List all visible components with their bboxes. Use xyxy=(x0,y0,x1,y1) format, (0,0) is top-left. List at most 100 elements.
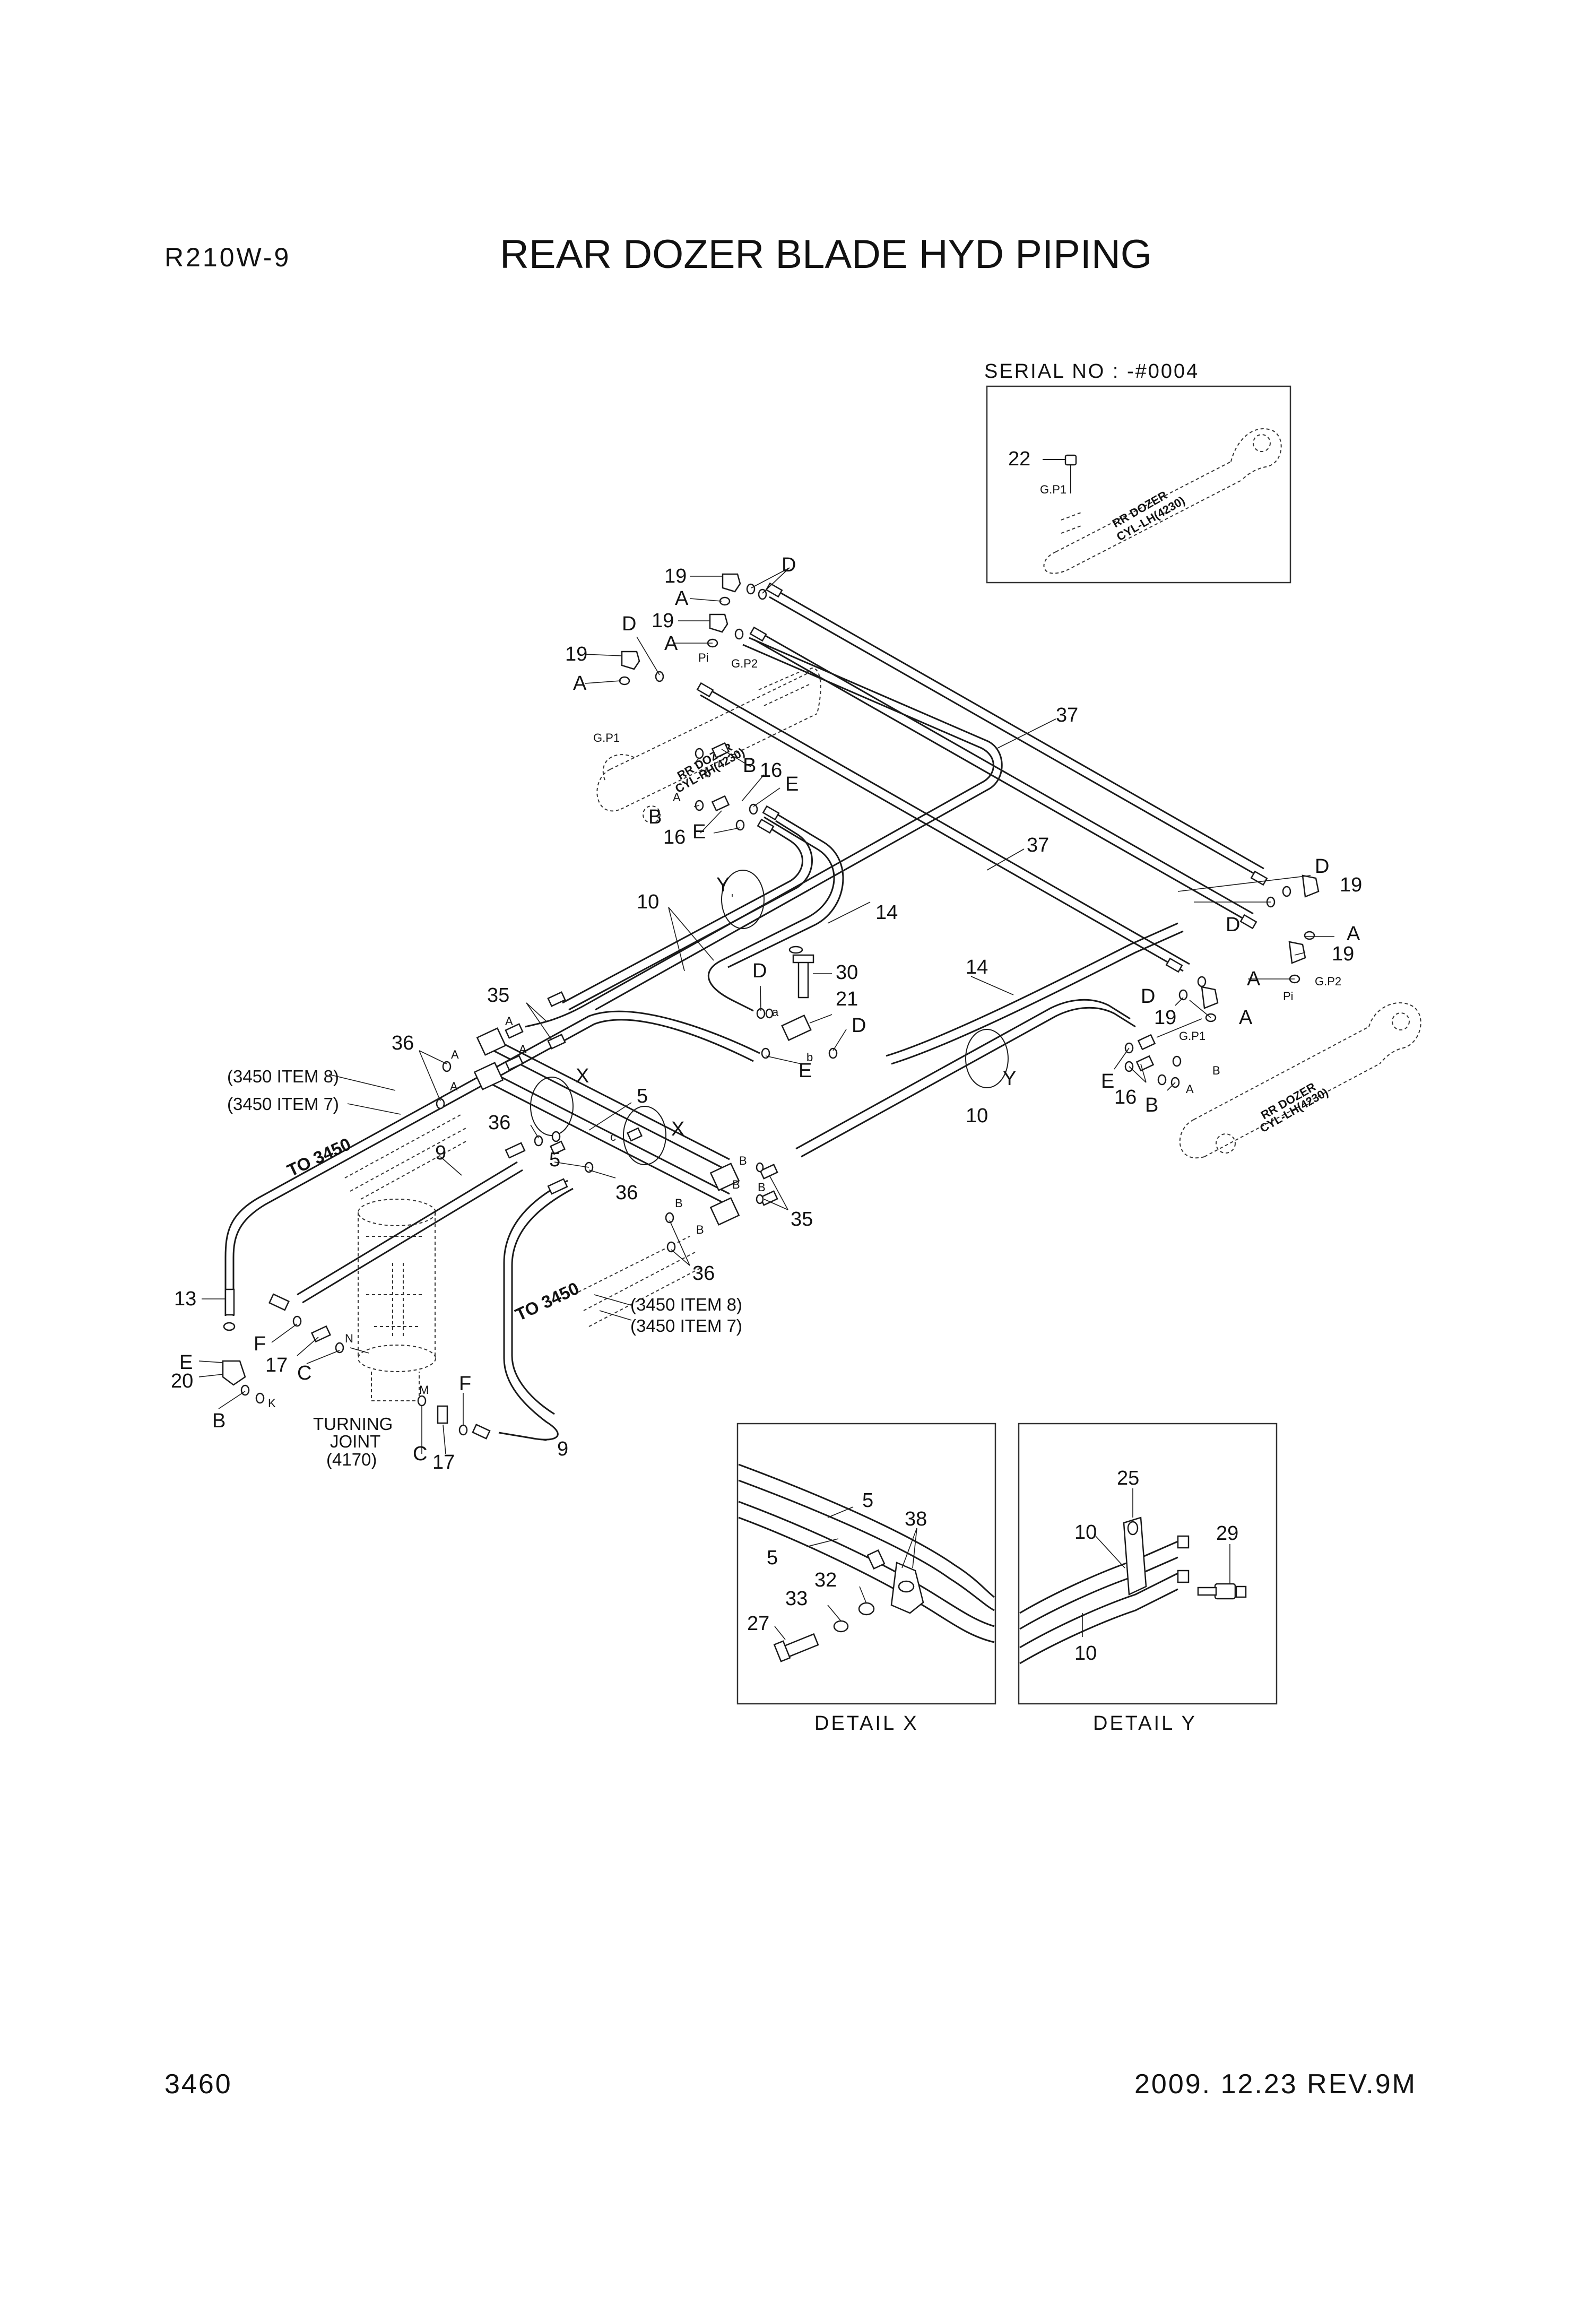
port-label-b-upper: b xyxy=(705,767,711,780)
callout-9-a: 9 xyxy=(435,1142,446,1164)
callout-C-b: C xyxy=(413,1443,427,1465)
callout-Y-a: Y xyxy=(716,874,730,896)
upper-cylinder-rh xyxy=(596,668,821,824)
pipe-14-upper-a xyxy=(707,816,835,1012)
port-label-pi-lower: Pi xyxy=(1283,990,1294,1003)
callout-16-c: 16 xyxy=(1114,1086,1137,1108)
inset-cylinder xyxy=(1043,428,1282,574)
turning-joint-label-2: JOINT xyxy=(330,1432,380,1451)
ref-item8-left: (3450 ITEM 8) xyxy=(227,1067,339,1086)
callout-E-b: E xyxy=(692,821,706,843)
callout-22: 22 xyxy=(1008,448,1030,470)
port-label-gp1-upper: G.P1 xyxy=(593,731,620,744)
callout-D-c: D xyxy=(1315,855,1329,878)
port-label-K: K xyxy=(268,1397,276,1410)
pipe-5-upper xyxy=(488,1039,730,1168)
callout-D-d: D xyxy=(1226,914,1240,936)
model-label: R210W-9 xyxy=(164,242,291,272)
pipe-37-loop-inner xyxy=(595,637,1003,1011)
detail-x-callout-38: 38 xyxy=(905,1508,927,1530)
callout-14-b: 14 xyxy=(966,956,988,978)
serial-number: SERIAL NO : -#0004 xyxy=(984,360,1199,383)
callout-35-a: 35 xyxy=(487,984,509,1007)
port-label-A-b3: A xyxy=(451,1048,459,1061)
callout-B-d: B xyxy=(212,1410,225,1432)
serial-inset-frame xyxy=(986,385,1291,584)
callout-A-e: A xyxy=(1247,968,1261,990)
ref-item7-left: (3450 ITEM 7) xyxy=(227,1094,339,1114)
callout-D-a: D xyxy=(782,554,796,576)
pipe-13-a xyxy=(232,1019,754,1316)
detail-y-callout-25: 25 xyxy=(1117,1467,1139,1489)
callout-21: 21 xyxy=(836,988,858,1010)
pipe-10-lower-b xyxy=(801,1007,1136,1158)
detail-x-box: 5 5 38 32 33 27 DETAIL X xyxy=(736,1423,996,1735)
detail-y-callout-29: 29 xyxy=(1216,1522,1238,1545)
callout-E-a: E xyxy=(785,773,799,795)
pipe-37-group xyxy=(700,589,1264,972)
port-label-c: c xyxy=(610,1130,616,1143)
detail-y-frame xyxy=(1018,1423,1278,1705)
callout-36-a: 36 xyxy=(392,1032,414,1054)
callout-5-b: 5 xyxy=(549,1149,560,1171)
port-label-pi-upper: Pi xyxy=(698,651,709,664)
detail-x-caption: DETAIL X xyxy=(814,1712,919,1735)
detail-y-caption: DETAIL Y xyxy=(1093,1712,1197,1735)
pipe-9-lower-b xyxy=(511,1187,574,1415)
callout-A-d: A xyxy=(1347,923,1360,945)
port-label-M: M xyxy=(419,1383,429,1397)
callout-B-c: B xyxy=(1145,1094,1158,1116)
port-label-B-r4: B xyxy=(675,1197,683,1210)
callout-X-b: X xyxy=(671,1118,684,1140)
callout-A-c: A xyxy=(573,672,587,695)
callout-C-a: C xyxy=(297,1362,311,1384)
callout-A-b: A xyxy=(664,632,678,655)
fittings xyxy=(222,573,1320,1440)
leader-lines xyxy=(198,567,1334,1454)
callout-19-b: 19 xyxy=(652,610,674,632)
detail-x-callout-5-a: 5 xyxy=(862,1489,873,1512)
turning-joint-label-1: TURNING xyxy=(313,1414,393,1434)
callout-16-b: 16 xyxy=(663,826,686,848)
callout-10-a: 10 xyxy=(637,891,659,913)
detail-x-callout-5-b: 5 xyxy=(767,1547,778,1569)
pipe-5-lower xyxy=(488,1073,730,1203)
port-label-gp2-upper: G.P2 xyxy=(731,657,758,670)
callout-A-f: A xyxy=(1239,1007,1253,1029)
callout-E-e: E xyxy=(179,1351,193,1374)
pipe-9-lower-a xyxy=(498,1180,568,1441)
callout-F-b: F xyxy=(459,1373,471,1395)
callout-F-a: F xyxy=(254,1333,266,1355)
port-label-A-b2: A xyxy=(519,1043,527,1056)
callout-Y-b: Y xyxy=(1003,1068,1016,1090)
detail-y-callout-10-b: 10 xyxy=(1074,1642,1097,1665)
callout-5-a: 5 xyxy=(637,1085,648,1107)
pipe-37-loop xyxy=(525,644,994,1028)
lower-cylinder-lh xyxy=(1179,1002,1421,1159)
detail-y-box: 25 10 29 10 DETAIL Y xyxy=(1018,1423,1278,1735)
detail-x-callout-27: 27 xyxy=(747,1613,769,1635)
ghost-to-3450-left xyxy=(344,1114,467,1200)
callout-D-e: D xyxy=(1141,985,1155,1008)
callout-20: 20 xyxy=(171,1370,193,1392)
detail-x-marker-1 xyxy=(530,1077,574,1136)
port-label-B-lower: B xyxy=(1212,1064,1220,1077)
callout-D-b: D xyxy=(622,613,636,635)
callout-30: 30 xyxy=(836,961,858,984)
pipe-10-upper-a xyxy=(562,827,803,1004)
callout-B-b: B xyxy=(648,806,662,828)
callout-13: 13 xyxy=(174,1288,196,1310)
callout-E-d: E xyxy=(799,1060,812,1082)
page-number: 3460 xyxy=(164,2069,232,2100)
callout-19-f: 19 xyxy=(1154,1007,1176,1029)
port-label-A-b1: A xyxy=(505,1015,513,1028)
pipe-14-upper-b xyxy=(727,809,844,968)
pressure-plug-22 xyxy=(1043,454,1077,493)
detail-y-marker-1 xyxy=(721,870,765,929)
pipe-10-upper-b xyxy=(568,820,813,1011)
ref-to3450-right: TO 3450 xyxy=(512,1278,582,1325)
detail-x-callout-32: 32 xyxy=(814,1569,837,1591)
revision-label: 2009. 12.23 REV.9M xyxy=(1134,2069,1417,2100)
callout-D-f: D xyxy=(752,960,767,982)
